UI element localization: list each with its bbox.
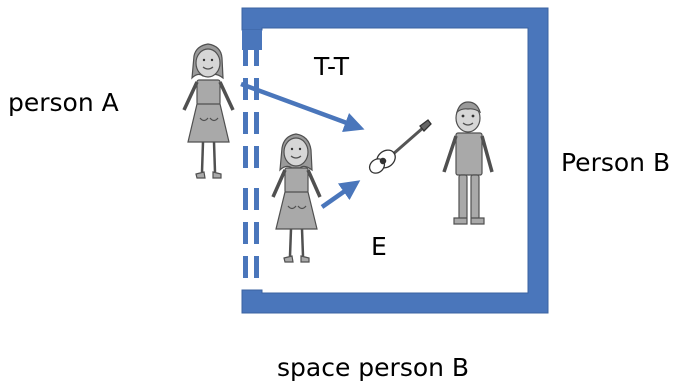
person-b-figure [442,101,494,225]
person-a-label: person A [8,88,119,117]
door-post [254,222,259,244]
door-post [254,48,259,66]
door-post [243,256,248,278]
person-a-entering-figure [271,133,322,263]
tt-label: T-T [314,52,349,81]
door-post [243,112,248,134]
wall-left-segment [242,30,262,50]
door-post [243,78,248,100]
room-walls [241,7,549,314]
guitar-icon [368,119,432,174]
door-post [243,222,248,244]
person-b-label: Person B [561,148,671,177]
door-post [243,188,248,210]
person-a-figure [182,43,235,179]
e-label: E [371,232,387,261]
door-post [254,188,259,210]
door-post [243,146,248,168]
arrow-tt [240,81,365,133]
door-post [254,146,259,168]
space-person-b-label: space person B [277,353,470,382]
door-post [254,256,259,278]
arrow-e [320,180,361,209]
door-post [254,112,259,134]
door-post [243,48,248,66]
